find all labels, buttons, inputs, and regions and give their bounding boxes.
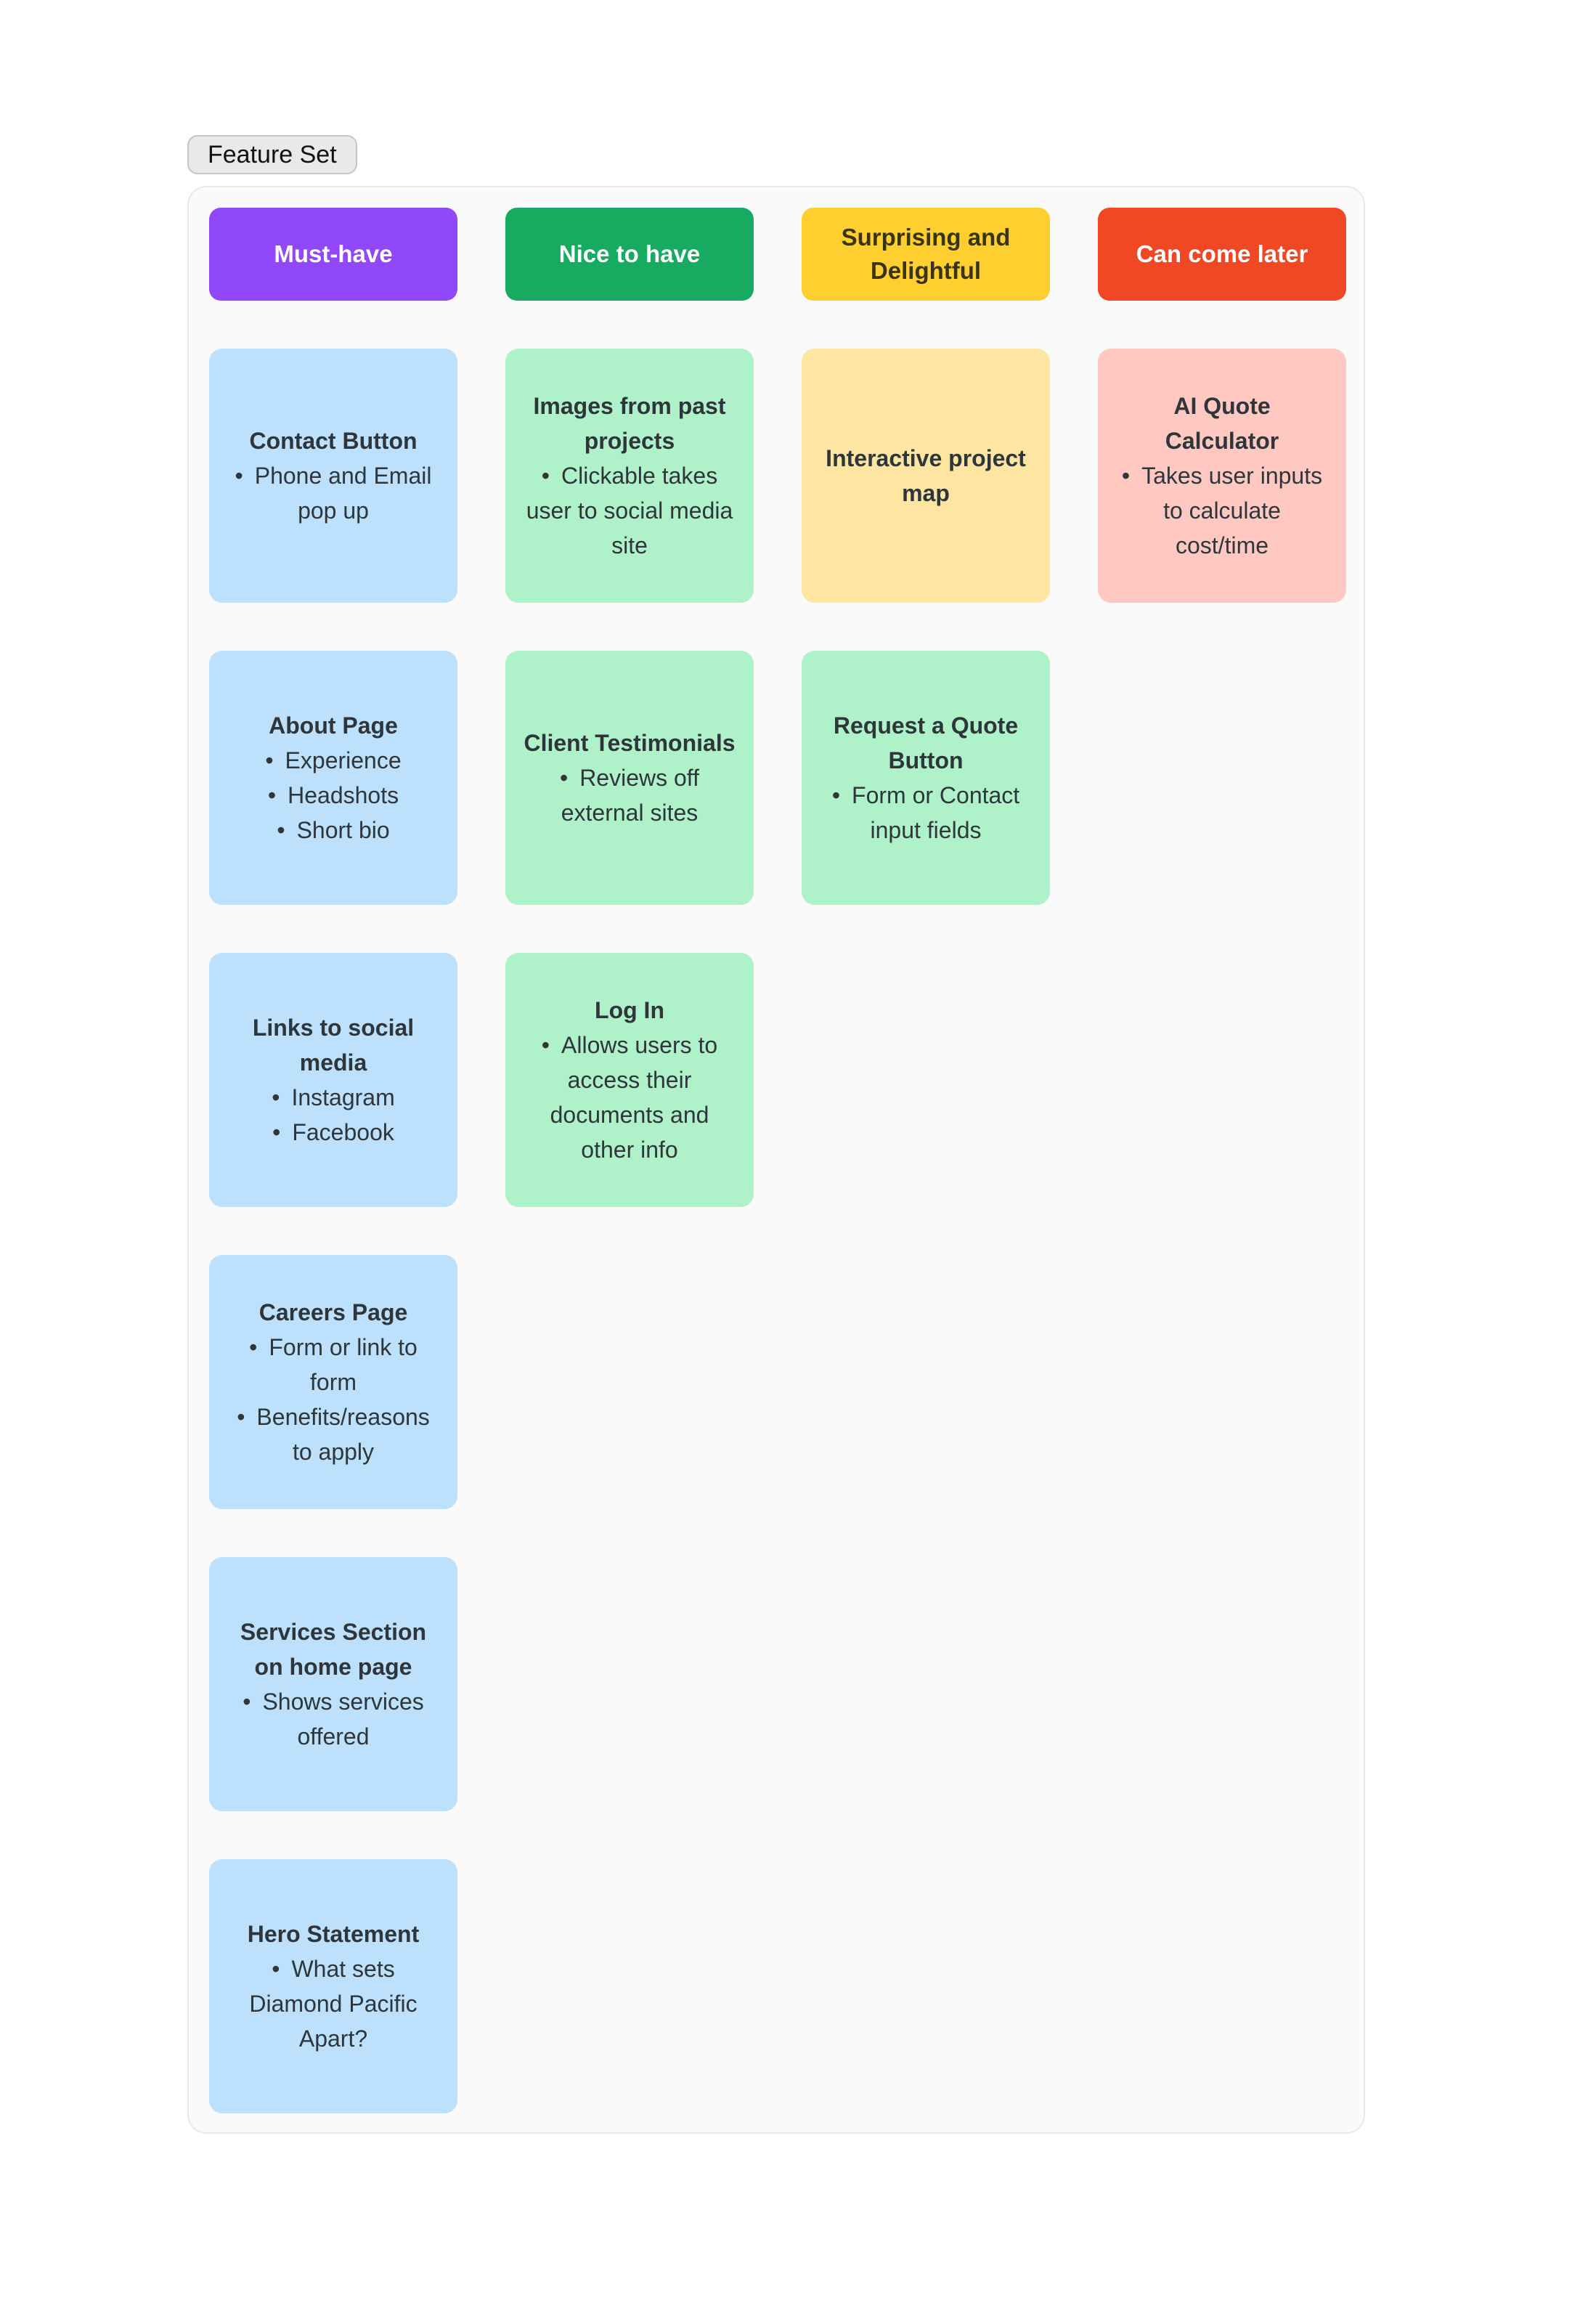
column-can-come-later: Can come later AI Quote Calculator • Takes … [1098, 208, 1346, 2113]
bullet-dot-icon: • [237, 1404, 245, 1430]
bullet-dot-icon: • [559, 765, 569, 791]
feature-card-title: About Page [269, 712, 398, 739]
feature-card-bullet: • Benefits/reasons to apply [227, 1399, 440, 1469]
feature-card-bullet: • Instagram [227, 1080, 440, 1115]
bullet-dot-icon: • [249, 1334, 258, 1360]
feature-card-bullet: • Phone and Email pop up [227, 458, 440, 528]
bullet-text: Headshots [288, 782, 399, 808]
feature-card-title: Services Section on home page [240, 1619, 427, 1680]
bullet-text: Instagram [291, 1084, 395, 1110]
feature-card-bullet: • Form or Contact input fields [819, 778, 1033, 848]
feature-card-bullet: • Experience [227, 743, 440, 778]
feature-card-title: Hero Statement [247, 1921, 420, 1947]
feature-card-bullet: • Short bio [227, 813, 440, 848]
bullet-dot-icon: • [272, 1956, 280, 1982]
bullet-dot-icon: • [267, 782, 277, 808]
section-label[interactable]: Feature Set [187, 135, 357, 174]
feature-card-bullet: • Takes user inputs to calculate cost/tim… [1115, 458, 1329, 563]
feature-card-bullet: • Headshots [227, 778, 440, 813]
bullet-dot-icon: • [243, 1689, 251, 1715]
bullet-dot-icon: • [1121, 463, 1131, 489]
bullet-text: Clickable takes user to social media sit… [526, 463, 733, 558]
bullet-text: Form or Contact input fields [852, 782, 1020, 843]
bullet-text: Shows services offered [262, 1689, 424, 1750]
feature-card[interactable]: Interactive project map [802, 349, 1050, 603]
feature-card-title: Log In [595, 997, 664, 1023]
feature-card-title: Images from past projects [533, 393, 726, 454]
feature-card-title: Careers Page [258, 1299, 408, 1325]
bullet-text: Experience [285, 747, 402, 773]
bullet-dot-icon: • [265, 747, 274, 773]
feature-card-title: Client Testimonials [524, 730, 736, 756]
feature-card-bullet: •Clickable takes user to social media si… [523, 458, 736, 563]
feature-card[interactable]: Contact Button• Phone and Email pop up [209, 349, 457, 603]
feature-card-bullet: • Shows services offered [227, 1684, 440, 1754]
bullet-text: Takes user inputs to calculate cost/time [1141, 463, 1323, 558]
feature-card[interactable]: Services Section on home page • Shows serv… [209, 1557, 457, 1811]
bullet-text: Benefits/reasons to apply [256, 1404, 430, 1465]
column-header-surprising-and-delightful[interactable]: Surprising and Delightful [802, 208, 1050, 301]
bullet-text: Phone and Email pop up [254, 463, 432, 524]
bullet-text: Reviews off external sites [561, 765, 699, 826]
feature-card[interactable]: Client Testimonials •Reviews off external… [505, 651, 754, 905]
feature-card[interactable]: Careers Page•Form or link to form•Benefi… [209, 1255, 457, 1509]
feature-card[interactable]: Links to social media • Instagram • Facebook [209, 953, 457, 1207]
column-header-nice-to-have[interactable]: Nice to have [505, 208, 754, 301]
feature-card-title: AI Quote Calculator [1165, 393, 1279, 454]
bullet-dot-icon: • [277, 817, 285, 843]
feature-card[interactable]: AI Quote Calculator • Takes user inputs to… [1098, 349, 1346, 603]
bullet-text: Form or link to form [269, 1334, 418, 1395]
bullet-text: What sets Diamond Pacific Apart? [249, 1956, 418, 2052]
bullet-text: Facebook [292, 1119, 394, 1145]
column-header-can-come-later[interactable]: Can come later [1098, 208, 1346, 301]
bullet-text: Allows users to access their documents a… [550, 1032, 718, 1163]
bullet-dot-icon: • [235, 463, 243, 489]
feature-card[interactable]: Hero Statement •What sets Diamond Pacific… [209, 1859, 457, 2113]
feature-card-title: Links to social media [252, 1015, 415, 1076]
feature-card-title: Interactive project map [826, 445, 1026, 506]
feature-card-bullet: •Reviews off external sites [523, 760, 736, 830]
bullet-dot-icon: • [541, 463, 550, 489]
feature-card[interactable]: Images from past projects•Clickable take… [505, 349, 754, 603]
feature-card-bullet: •Allows users to access their documents … [523, 1028, 736, 1167]
feature-card-bullet: •What sets Diamond Pacific Apart? [227, 1951, 440, 2056]
feature-card-title: Contact Button [249, 428, 418, 454]
column-header-must-have[interactable]: Must-have [209, 208, 457, 301]
bullet-dot-icon: • [541, 1032, 550, 1058]
feature-card-bullet: • Form or link to form [227, 1330, 440, 1399]
feature-card[interactable]: Request a Quote Button • Form or Contact i… [802, 651, 1050, 905]
feature-card-bullet: • Facebook [227, 1115, 440, 1150]
feature-card[interactable]: Log In •Allows users to access their docu… [505, 953, 754, 1207]
feature-card-title: Request a Quote Button [833, 712, 1019, 773]
feature-card[interactable]: About Page•Experience•Headshots•Short bi… [209, 651, 457, 905]
bullet-dot-icon: • [831, 782, 841, 808]
bullet-text: Short bio [296, 817, 390, 843]
bullet-dot-icon: • [272, 1084, 280, 1110]
bullet-dot-icon: • [272, 1119, 281, 1145]
